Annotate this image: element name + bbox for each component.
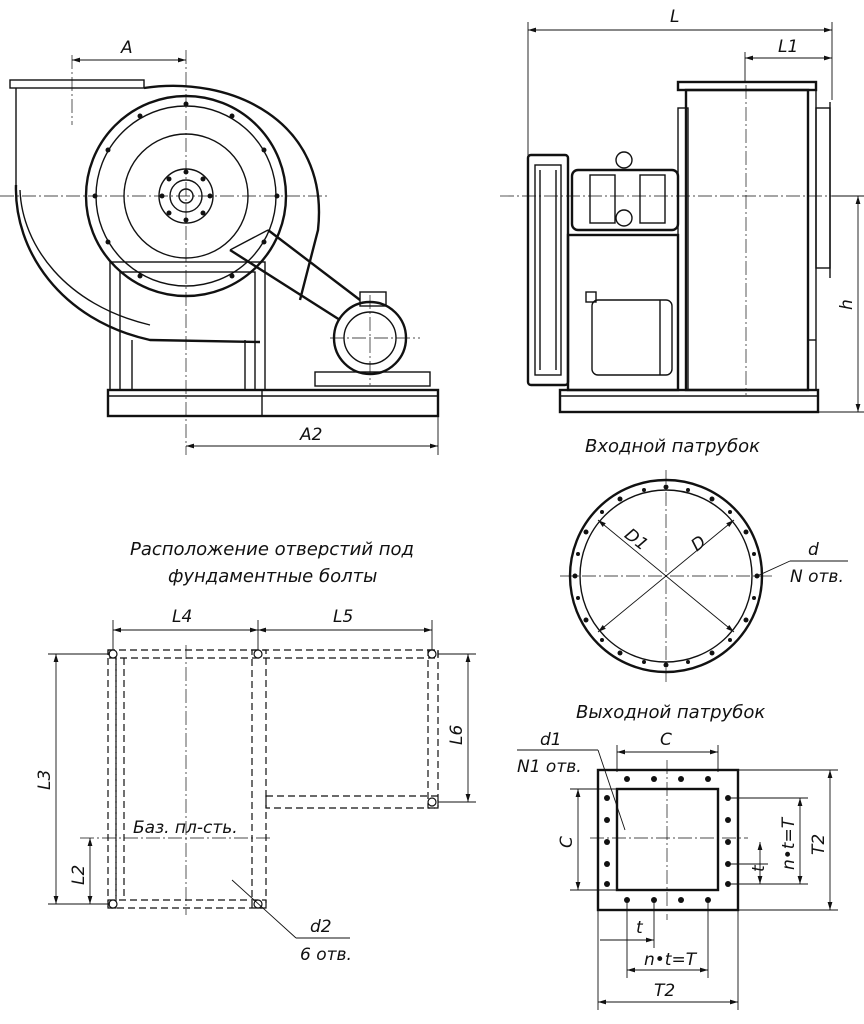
dim-nt-bottom: n•t=T bbox=[644, 950, 698, 970]
dim-L4: L4 bbox=[172, 607, 192, 627]
dim-C-top: C bbox=[660, 730, 672, 750]
dim-L1: L1 bbox=[778, 37, 798, 57]
dim-t-bottom: t bbox=[636, 918, 644, 938]
dim-A2: A2 bbox=[299, 425, 322, 445]
dim-L3: L3 bbox=[35, 770, 55, 790]
dim-L2: L2 bbox=[69, 865, 89, 885]
dim-T2-bottom: T2 bbox=[654, 981, 675, 1001]
dim-L6: L6 bbox=[447, 725, 467, 745]
dim-D1: D1 bbox=[620, 525, 651, 555]
inlet-flange-view: Входной патрубок bbox=[560, 436, 848, 682]
dim-d1: d1 bbox=[540, 730, 562, 750]
caption-inlet: Входной патрубок bbox=[585, 436, 760, 457]
caption-holes-line2: фундаментные болты bbox=[168, 566, 377, 587]
dim-d2-holes: 6 отв. bbox=[300, 945, 352, 965]
flange-bolts bbox=[92, 101, 280, 279]
side-view: L L1 bbox=[500, 7, 864, 414]
inlet-bolt-holes bbox=[572, 484, 760, 668]
caption-outlet: Выходной патрубок bbox=[576, 702, 765, 723]
foundation-holes-plan: Расположение отверстий под фундаментные … bbox=[35, 539, 476, 965]
outlet-flange-view: Выходной патрубок C bbox=[517, 702, 838, 1010]
dim-h: h bbox=[837, 299, 857, 310]
dim-d: d bbox=[808, 540, 819, 560]
dim-N-holes: N отв. bbox=[790, 567, 844, 587]
dim-t-right: t bbox=[749, 864, 769, 872]
caption-holes-line1: Расположение отверстий под bbox=[130, 539, 414, 560]
dim-L: L bbox=[670, 7, 679, 27]
label-base-plane: Баз. пл-сть. bbox=[133, 818, 238, 838]
dim-A: A bbox=[120, 38, 133, 58]
front-view: A A2 bbox=[0, 38, 440, 455]
outlet-bolt-holes bbox=[604, 776, 731, 903]
dim-N1-holes: N1 отв. bbox=[517, 757, 582, 777]
dim-L5: L5 bbox=[333, 607, 353, 627]
dim-C-left: C bbox=[557, 836, 577, 848]
dim-D: D bbox=[688, 532, 711, 556]
dim-d2: d2 bbox=[310, 917, 332, 937]
dim-nt-right: n•t=T bbox=[779, 816, 799, 870]
dim-T2-right: T2 bbox=[809, 834, 829, 855]
